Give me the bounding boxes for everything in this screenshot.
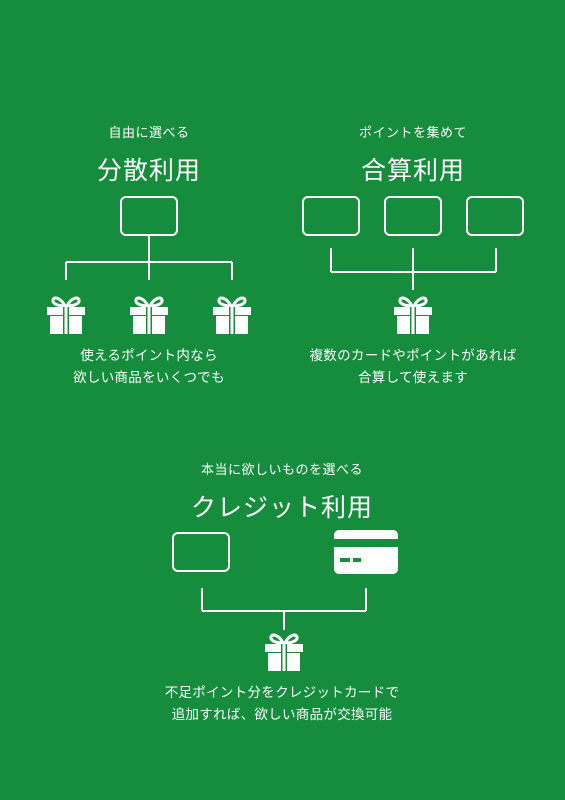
point-card-icon (172, 532, 230, 572)
credit-card-icon (334, 530, 398, 574)
gassan-subtitle: ポイントを集めて (358, 126, 467, 141)
description-line: 合算して使えます (358, 370, 468, 386)
bunsan-description: 使えるポイント内なら 欲しい商品をいくつでも (19, 345, 279, 389)
point-card-icon (120, 196, 178, 236)
gift-icon (45, 296, 87, 335)
description-line: 不足ポイント分をクレジットカードで (164, 685, 400, 701)
bunsan-title: 分散利用 (96, 156, 201, 185)
point-card-icon (384, 196, 442, 236)
credit-description: 不足ポイント分をクレジットカードで 追加すれば、欲しい商品が交換可能 (122, 682, 442, 726)
gift-icon (128, 296, 170, 335)
gassan-title: 合算利用 (360, 156, 465, 185)
bunsan-subtitle: 自由に選べる (108, 126, 190, 141)
description-line: 複数のカードやポイントがあれば (309, 348, 517, 364)
description-line: 使えるポイント内なら (80, 348, 218, 364)
credit-subtitle: 本当に欲しいものを選べる (200, 463, 363, 478)
gift-icon (211, 296, 253, 335)
gift-icon (263, 633, 305, 672)
description-line: 欲しい商品をいくつでも (73, 370, 225, 386)
gassan-description: 複数のカードやポイントがあれば 合算して使えます (278, 345, 548, 389)
gift-icon (392, 296, 434, 335)
description-line: 追加すれば、欲しい商品が交換可能 (171, 707, 393, 723)
point-card-icon (302, 196, 360, 236)
credit-title: クレジット利用 (190, 493, 373, 522)
point-card-icon (466, 196, 524, 236)
